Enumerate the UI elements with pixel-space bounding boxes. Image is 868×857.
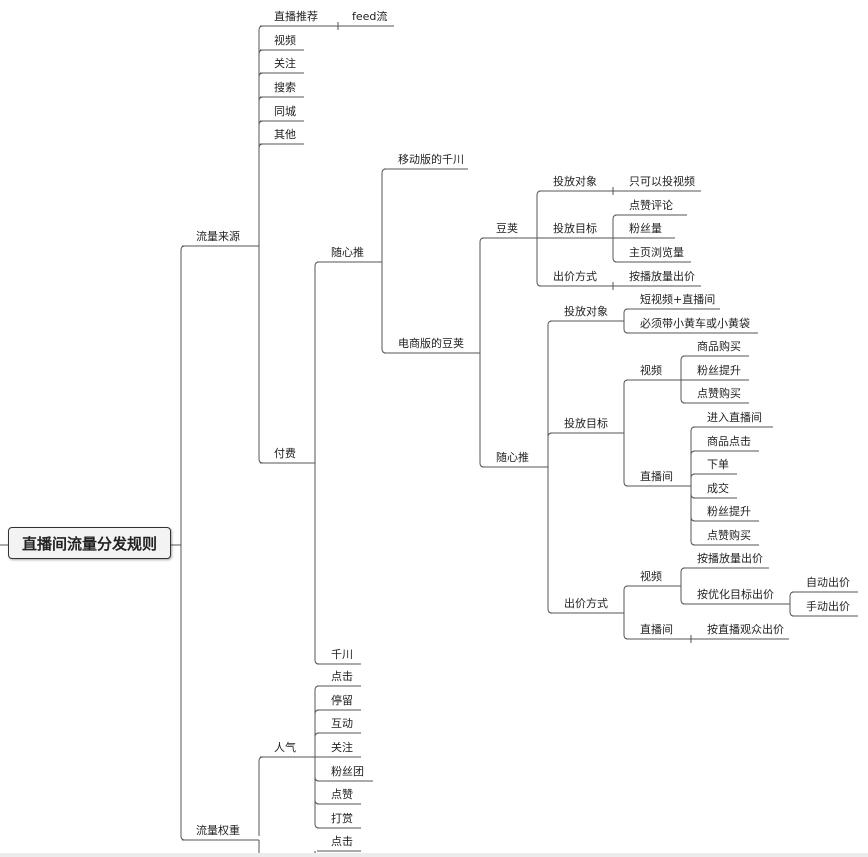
node-doujia-bid-volume[interactable]: 按播放量出价 [629, 270, 695, 283]
node-lgoal-enter[interactable]: 进入直播间 [707, 411, 762, 424]
node-inner-target-obj[interactable]: 投放对象 [564, 305, 608, 318]
node-live-recommend[interactable]: 直播推荐 [274, 10, 318, 23]
node-bid-by-viewers[interactable]: 按直播观众出价 [707, 623, 784, 636]
node-pop-fanclub[interactable]: 粉丝团 [331, 765, 364, 778]
node-bid-by-goal[interactable]: 按优化目标出价 [697, 588, 774, 601]
node-goal-fans[interactable]: 粉丝量 [629, 222, 662, 235]
node-pop-stay[interactable]: 停留 [331, 694, 353, 707]
node-vgoal-fans[interactable]: 粉丝提升 [697, 364, 741, 377]
node-traffic-source[interactable]: 流量来源 [196, 230, 240, 243]
node-doujia-bid[interactable]: 出价方式 [553, 270, 597, 283]
node-mobile-qianchuan[interactable]: 移动版的千川 [398, 153, 464, 166]
node-doujia-target-goal[interactable]: 投放目标 [553, 222, 597, 235]
node-doujia[interactable]: 豆荚 [496, 222, 518, 235]
node-inner-suixintui[interactable]: 随心推 [496, 451, 529, 464]
node-bid-by-volume[interactable]: 按播放量出价 [697, 552, 763, 565]
node-vgoal-like-buy[interactable]: 点赞购买 [697, 387, 741, 400]
node-lgoal-fans[interactable]: 粉丝提升 [707, 505, 751, 518]
node-lgoal-click[interactable]: 商品点击 [707, 435, 751, 448]
node-ecommerce-doujia[interactable]: 电商版的豆荚 [398, 337, 464, 350]
root-node[interactable]: 直播间流量分发规则 [8, 527, 171, 559]
window-bottom-edge [0, 853, 868, 857]
node-follow[interactable]: 关注 [274, 57, 296, 70]
node-bid-video[interactable]: 视频 [640, 570, 662, 583]
node-city[interactable]: 同城 [274, 105, 296, 118]
node-inner-video[interactable]: 视频 [640, 364, 662, 377]
node-bid-live[interactable]: 直播间 [640, 623, 673, 636]
node-paid[interactable]: 付费 [274, 447, 296, 460]
node-only-video[interactable]: 只可以投视频 [629, 175, 695, 188]
node-inner-target-goal[interactable]: 投放目标 [564, 417, 608, 430]
node-goal-homepage[interactable]: 主页浏览量 [629, 246, 684, 259]
node-pop-like[interactable]: 点赞 [331, 788, 353, 801]
node-inner-live[interactable]: 直播间 [640, 470, 673, 483]
node-lgoal-order[interactable]: 下单 [707, 458, 729, 471]
node-video-source[interactable]: 视频 [274, 34, 296, 47]
node-feed[interactable]: feed流 [352, 10, 388, 23]
node-other[interactable]: 其他 [274, 128, 296, 141]
node-obj-cart[interactable]: 必须带小黄车或小黄袋 [640, 317, 750, 330]
node-doujia-target-obj[interactable]: 投放对象 [553, 175, 597, 188]
node-goal-like-comment[interactable]: 点赞评论 [629, 199, 673, 212]
node-pop-follow[interactable]: 关注 [331, 741, 353, 754]
node-obj-short-video-live[interactable]: 短视频+直播间 [640, 293, 716, 306]
node-lgoal-like-buy[interactable]: 点赞购买 [707, 529, 751, 542]
node-next-click[interactable]: 点击 [331, 835, 353, 848]
node-qianchuan[interactable]: 千川 [331, 648, 353, 661]
node-lgoal-deal[interactable]: 成交 [707, 482, 729, 495]
node-inner-bid[interactable]: 出价方式 [564, 597, 608, 610]
node-pop-click[interactable]: 点击 [331, 670, 353, 683]
node-pop-interact[interactable]: 互动 [331, 717, 353, 730]
node-suixintui[interactable]: 随心推 [331, 246, 364, 259]
node-pop-tip[interactable]: 打赏 [331, 812, 353, 825]
node-auto-bid[interactable]: 自动出价 [806, 576, 850, 589]
node-vgoal-purchase[interactable]: 商品购买 [697, 340, 741, 353]
node-manual-bid[interactable]: 手动出价 [806, 600, 850, 613]
node-traffic-weight[interactable]: 流量权重 [196, 824, 240, 837]
node-search[interactable]: 搜索 [274, 81, 296, 94]
node-popularity[interactable]: 人气 [274, 741, 296, 754]
